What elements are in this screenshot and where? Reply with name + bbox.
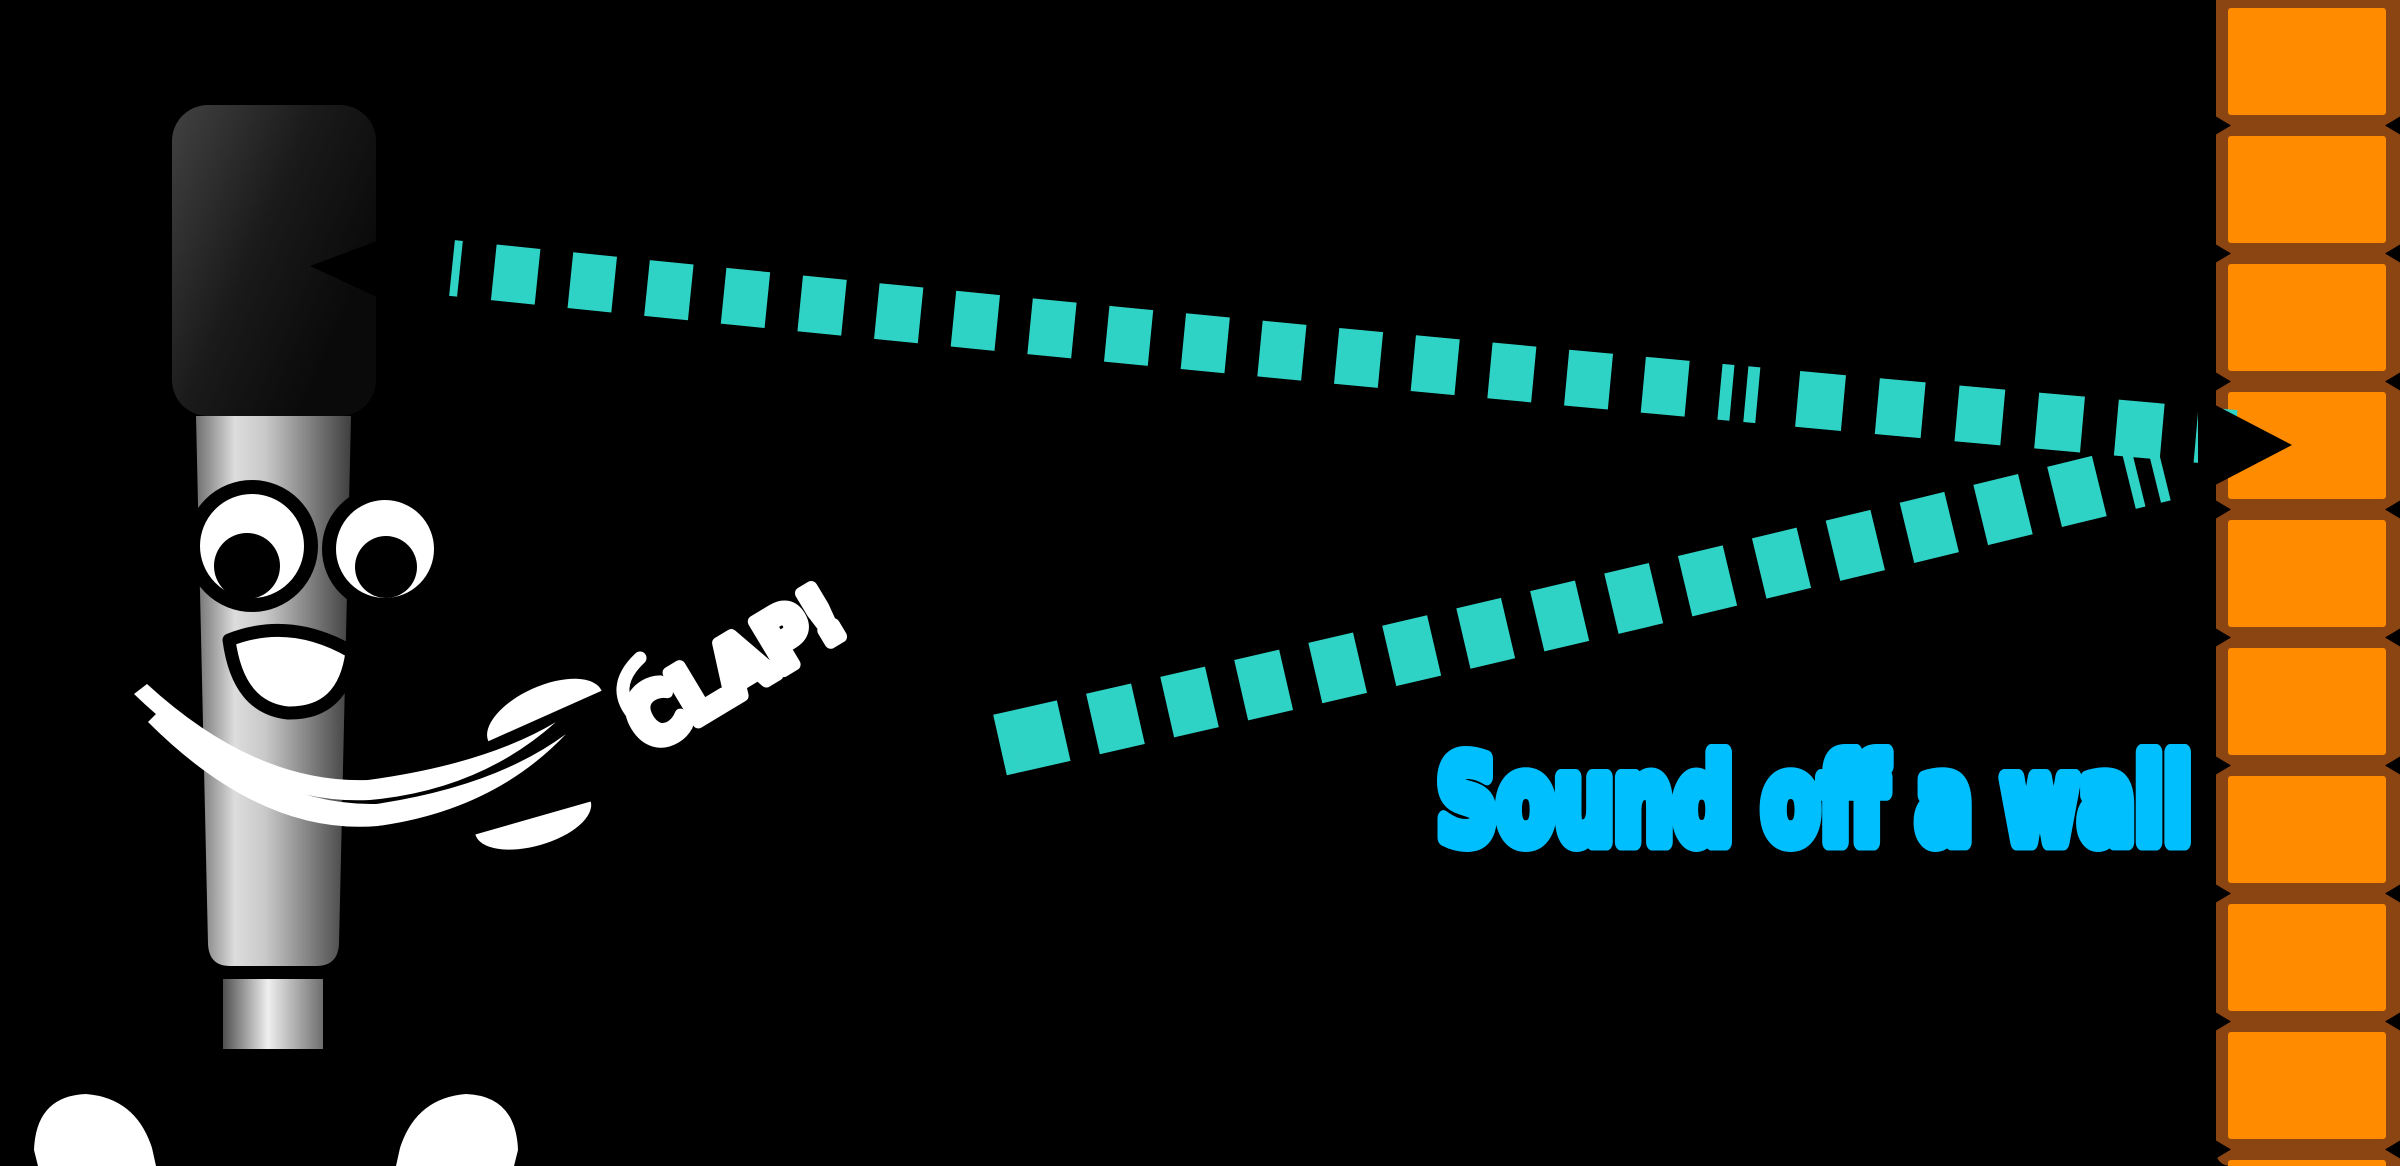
mortar-joint-notch <box>2216 116 2231 135</box>
lower-hand-shape <box>475 801 592 850</box>
mortar-joint-notch <box>2216 628 2231 647</box>
brick <box>2228 904 2386 1011</box>
brick-wall <box>2216 0 2400 1166</box>
mortar-joint-notches <box>2216 116 2400 1159</box>
mortar-joint-notch <box>2216 500 2231 519</box>
right-pupil <box>355 536 417 598</box>
caption-text: Sound off a wall <box>1437 732 2192 870</box>
mortar-joint-notch <box>2385 116 2400 135</box>
mortar-joint-notch <box>2385 372 2400 391</box>
clap-spark <box>616 651 647 725</box>
mortar-joint-notch <box>2385 628 2400 647</box>
mortar-joint-notch <box>2385 500 2400 519</box>
microphone-base <box>223 979 323 1049</box>
brick <box>2228 520 2386 627</box>
arm-swoosh-upper-band <box>134 684 556 801</box>
lower-hand <box>475 801 592 850</box>
brick <box>2228 8 2386 115</box>
mouth-notch-sound-origin <box>310 241 377 297</box>
brick <box>2228 136 2386 243</box>
microphone-character <box>34 105 647 1166</box>
mortar-joint-notch <box>2216 1140 2231 1159</box>
reflected-sound-wave <box>993 419 2253 776</box>
mortar-joint-notch <box>2385 244 2400 263</box>
outgoing-sound-wave <box>449 240 2238 466</box>
upper-hand-shape <box>487 678 602 742</box>
sound-waves <box>449 240 2292 776</box>
mortar-joint-notch <box>2216 756 2231 775</box>
microphone-head <box>172 105 376 416</box>
brick-rows <box>2228 8 2386 1166</box>
mortar-joint-notch <box>2385 1140 2400 1159</box>
brick <box>2228 392 2386 499</box>
right-foot <box>396 1094 518 1166</box>
wall-impact-arrowhead <box>2198 396 2292 494</box>
brick <box>2228 264 2386 371</box>
mortar-joint-notch <box>2385 756 2400 775</box>
mortar-joint-notch <box>2216 884 2231 903</box>
mortar-joint-notch <box>2216 244 2231 263</box>
brick <box>2228 648 2386 755</box>
mortar-joint-notch <box>2385 1012 2400 1031</box>
left-foot <box>34 1094 156 1166</box>
left-pupil <box>214 533 280 599</box>
brick <box>2228 1160 2386 1166</box>
arm-swoosh-lower-band <box>148 710 566 827</box>
brick <box>2228 1032 2386 1139</box>
mortar-joint-notch <box>2216 1012 2231 1031</box>
mortar-joint-notch <box>2385 884 2400 903</box>
brick <box>2228 776 2386 883</box>
upper-hand <box>487 678 602 742</box>
smiling-mouth <box>222 623 359 720</box>
mortar-joint-notch <box>2216 372 2231 391</box>
